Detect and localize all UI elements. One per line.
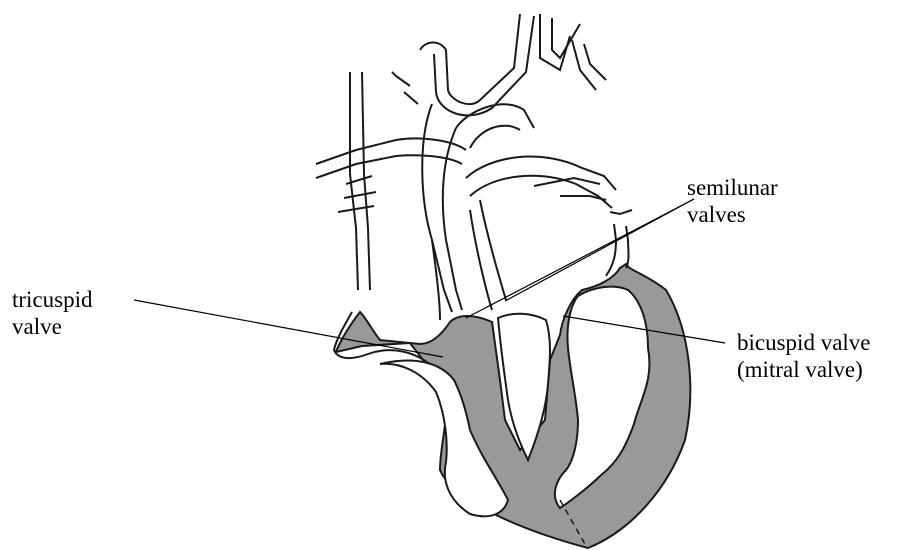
semilunar-label-line-1: semilunar [687,174,778,201]
vessels [316,14,632,320]
semilunar-valves-label: semilunar valves [687,174,778,228]
bicuspid-label-line-2: (mitral valve) [737,356,871,383]
semilunar-label-line-2: valves [687,201,778,228]
tricuspid-valve-label: tricuspid valve [12,286,93,340]
tricuspid-label-line-1: tricuspid [12,286,93,313]
bicuspid-valve-label: bicuspid valve (mitral valve) [737,329,871,383]
bicuspid-label-line-1: bicuspid valve [737,329,871,356]
tricuspid-leader [134,300,443,357]
tricuspid-label-line-2: valve [12,313,93,340]
